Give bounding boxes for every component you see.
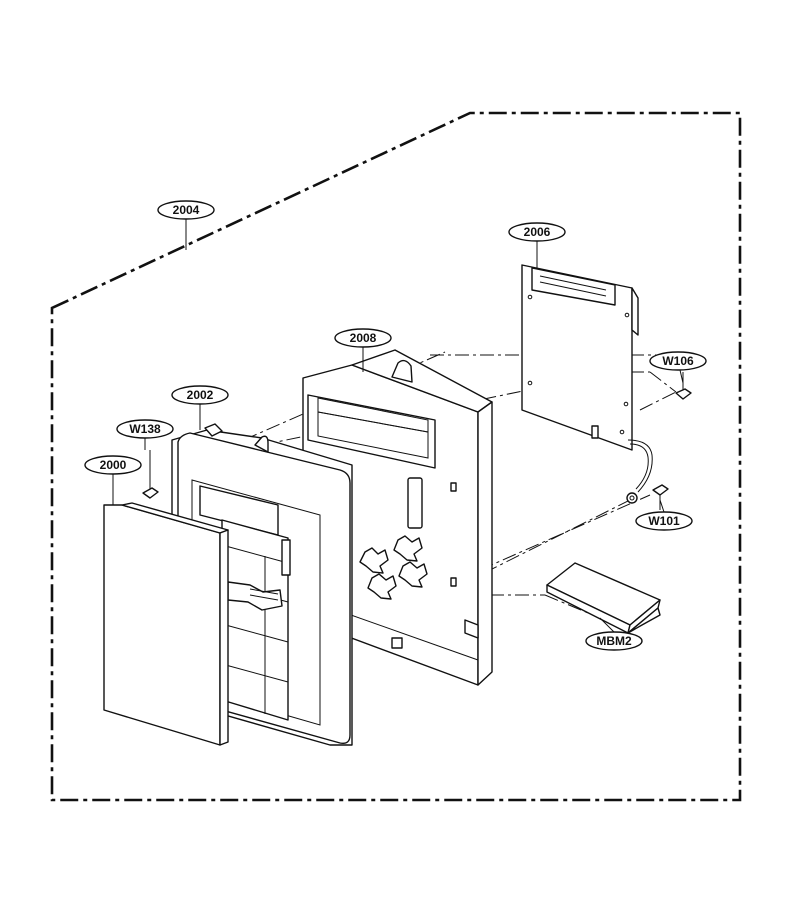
svg-text:MBM2: MBM2 — [596, 634, 632, 648]
callout-2002: 2002 — [171, 385, 229, 405]
svg-text:2008: 2008 — [350, 331, 377, 345]
callout-w138: W138 — [116, 419, 174, 439]
screw-w101 — [652, 484, 669, 510]
cover-panel-2000 — [103, 502, 229, 746]
screw-w138 — [142, 450, 159, 499]
callout-mbm2: MBM2 — [585, 631, 643, 651]
svg-text:2002: 2002 — [187, 388, 214, 402]
svg-text:2000: 2000 — [100, 458, 127, 472]
callout-w101: W101 — [635, 511, 693, 531]
callout-2000: 2000 — [84, 455, 142, 475]
svg-text:2004: 2004 — [173, 203, 200, 217]
callout-2006: 2006 — [508, 222, 566, 242]
svg-text:W101: W101 — [648, 514, 680, 528]
screw-w106 — [675, 372, 692, 400]
pcb-board-2006 — [521, 264, 639, 451]
ground-wire — [626, 439, 653, 504]
folded-sheet-mbm2 — [546, 562, 661, 634]
assembly-boundary — [50, 111, 742, 802]
leader-lines — [112, 219, 684, 633]
callout-w106: W106 — [649, 351, 707, 371]
svg-text:W106: W106 — [662, 354, 694, 368]
svg-text:2006: 2006 — [524, 225, 551, 239]
svg-text:W138: W138 — [129, 422, 161, 436]
callout-2008: 2008 — [334, 328, 392, 348]
callout-2004: 2004 — [157, 200, 215, 220]
